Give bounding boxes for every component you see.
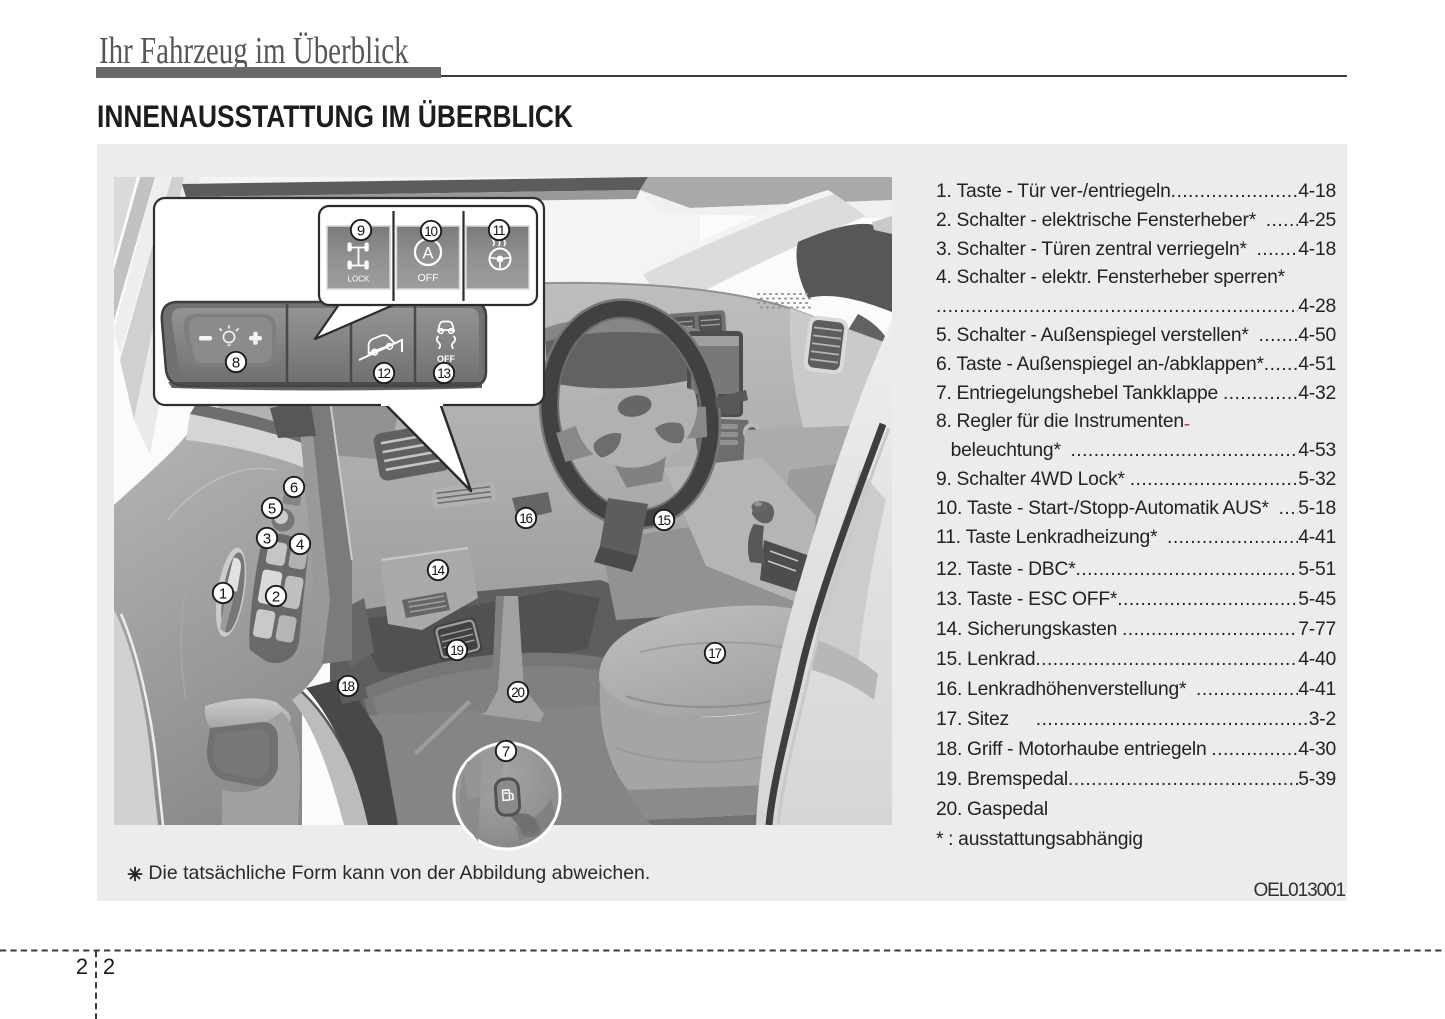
svg-text:19: 19: [450, 643, 463, 658]
svg-text:9: 9: [357, 222, 365, 239]
svg-text:7: 7: [502, 743, 510, 760]
svg-text:17: 17: [708, 646, 721, 661]
svg-text:8: 8: [232, 354, 240, 371]
svg-text:15: 15: [657, 513, 670, 528]
svg-text:3: 3: [263, 530, 271, 547]
svg-text:LOCK: LOCK: [348, 275, 370, 284]
svg-text:11: 11: [493, 223, 505, 238]
svg-text:14: 14: [431, 563, 445, 578]
svg-text:A: A: [422, 245, 433, 263]
svg-text:20: 20: [511, 685, 524, 700]
svg-text:12: 12: [377, 366, 390, 381]
svg-text:13: 13: [437, 366, 450, 381]
svg-text:4: 4: [296, 536, 304, 553]
svg-text:6: 6: [290, 479, 298, 496]
svg-text:2: 2: [272, 588, 280, 605]
svg-text:10: 10: [424, 224, 437, 239]
svg-text:OFF: OFF: [437, 354, 455, 364]
svg-text:1: 1: [219, 585, 227, 602]
svg-text:16: 16: [519, 511, 532, 526]
svg-text:5: 5: [268, 500, 276, 517]
svg-text:OFF: OFF: [418, 272, 439, 284]
svg-text:18: 18: [341, 679, 354, 694]
